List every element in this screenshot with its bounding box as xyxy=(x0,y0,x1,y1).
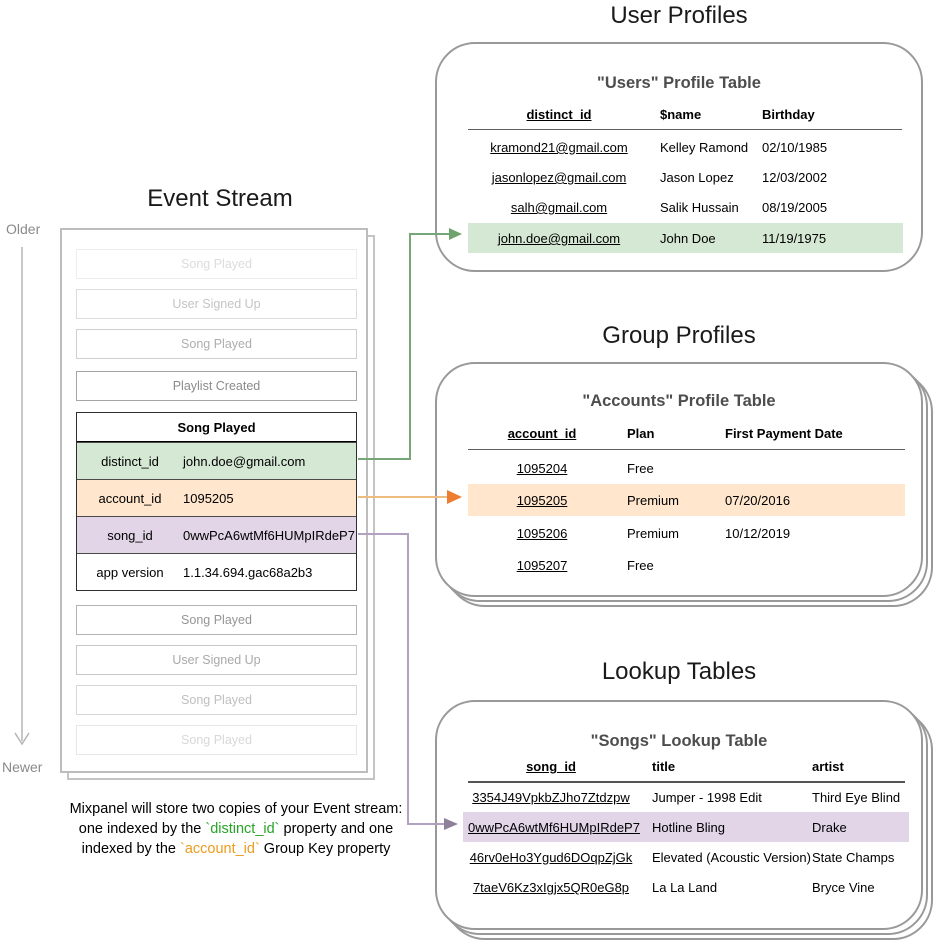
property-key: account_id xyxy=(98,490,162,506)
event-property-song-id: song_id 0wwPcA6wtMf6HUMpIRdeP7 xyxy=(77,516,356,553)
users-highlight-row xyxy=(468,223,903,253)
event-property-app-version: app version 1.1.34.694.gac68a2b3 xyxy=(77,553,356,590)
event-faded: Song Played xyxy=(76,725,357,755)
property-value: john.doe@gmail.com xyxy=(183,453,306,469)
accounts-cell-date: 07/20/2016 xyxy=(725,493,791,508)
property-value: 1095205 xyxy=(183,490,234,506)
songs-lookup-card: "Songs" Lookup Table song_id title artis… xyxy=(435,700,923,930)
accounts-cell-id: 1095207 xyxy=(516,558,568,573)
songs-cell-id: 3354J49VpkbZJho7Ztdzpw xyxy=(472,790,630,805)
property-value: 1.1.34.694.gac68a2b3 xyxy=(183,564,313,580)
users-cell-id: jasonlopez@gmail.com xyxy=(491,170,627,185)
songs-header-song-id: song_id xyxy=(526,759,576,774)
accounts-cell-id: 1095204 xyxy=(516,461,568,476)
songs-cell-id: 7taeV6Kz3xIgjx5QR0eG8p xyxy=(472,880,630,895)
event-faded: User Signed Up xyxy=(76,289,357,319)
event-property-distinct-id: distinct_id john.doe@gmail.com xyxy=(77,442,356,479)
accounts-cell-plan: Premium xyxy=(627,493,680,508)
lookup-tables-title: Lookup Tables xyxy=(601,658,757,685)
caption-text: property and one xyxy=(279,821,394,837)
user-profiles-title: User Profiles xyxy=(610,2,748,29)
caption-text: indexed by the xyxy=(81,841,180,857)
accounts-cell-plan: Premium xyxy=(627,526,680,541)
property-key: distinct_id xyxy=(101,453,159,469)
property-key: app version xyxy=(96,564,164,580)
event-faded: Song Played xyxy=(76,329,357,359)
users-header-distinct-id: distinct_id xyxy=(526,107,592,122)
accounts-header-divider xyxy=(468,449,905,450)
event-stream-title: Event Stream xyxy=(147,185,293,212)
songs-cell-title: Jumper - 1998 Edit xyxy=(652,790,762,805)
accounts-cell-date: 10/12/2019 xyxy=(725,526,791,541)
focal-event-card: Song Played distinct_id john.doe@gmail.c… xyxy=(76,412,357,591)
accounts-header-first-payment: First Payment Date xyxy=(725,426,843,441)
songs-cell-title: Hotline Bling xyxy=(652,820,725,835)
property-key: song_id xyxy=(107,527,153,543)
property-value: 0wwPcA6wtMf6HUMpIRdeP7 xyxy=(183,527,355,543)
timeline-older-label: Older xyxy=(6,221,41,237)
users-cell-id: kramond21@gmail.com xyxy=(490,140,628,155)
event-property-account-id: account_id 1095205 xyxy=(77,479,356,516)
users-cell-birthday: 08/19/2005 xyxy=(762,200,828,215)
users-cell-name: Jason Lopez xyxy=(660,170,734,185)
focal-event-name: Song Played xyxy=(77,413,356,442)
songs-cell-artist: Third Eye Blind xyxy=(812,790,901,805)
songs-highlight-row xyxy=(463,812,909,842)
group-profiles-title: Group Profiles xyxy=(602,322,756,349)
event-faded: Playlist Created xyxy=(76,371,357,401)
caption-line-1: Mixpanel will store two copies of your E… xyxy=(69,801,403,817)
event-faded: User Signed Up xyxy=(76,645,357,675)
event-faded: Song Played xyxy=(76,249,357,279)
users-cell-id: john.doe@gmail.com xyxy=(497,231,621,246)
songs-cell-id: 0wwPcA6wtMf6HUMpIRdeP7 xyxy=(468,820,640,835)
caption-line-2: one indexed by the `distinct_id` propert… xyxy=(22,819,450,839)
accounts-header-account-id: account_id xyxy=(507,426,577,441)
songs-header-artist: artist xyxy=(812,759,844,774)
accounts-cell-id: 1095205 xyxy=(516,493,568,508)
accounts-highlight-row xyxy=(468,484,905,516)
songs-cell-artist: Bryce Vine xyxy=(812,880,875,895)
users-header-divider xyxy=(468,129,902,130)
users-cell-name: Salik Hussain xyxy=(660,200,739,215)
users-cell-birthday: 11/19/1975 xyxy=(762,231,827,246)
accounts-table-title: "Accounts" Profile Table xyxy=(582,392,776,410)
users-cell-id: salh@gmail.com xyxy=(510,200,608,215)
users-profile-card: "Users" Profile Table distinct_id $name … xyxy=(435,42,923,272)
accounts-header-plan: Plan xyxy=(627,426,655,441)
users-header-name: $name xyxy=(660,107,702,122)
songs-cell-id: 46rv0eHo3Ygud6DOqpZjGk xyxy=(469,850,633,865)
users-cell-name: John Doe xyxy=(660,231,716,246)
users-header-birthday: Birthday xyxy=(762,107,815,122)
caption-text: Group Key property xyxy=(259,841,391,857)
songs-table-title: "Songs" Lookup Table xyxy=(590,732,768,750)
users-cell-name: Kelley Ramond xyxy=(660,140,749,155)
caption: Mixpanel will store two copies of your E… xyxy=(22,799,450,859)
users-cell-birthday: 02/10/1985 xyxy=(762,140,828,155)
account-id-code: `account_id` xyxy=(179,841,260,857)
event-faded: Song Played xyxy=(76,685,357,715)
caption-line-3: indexed by the `account_id` Group Key pr… xyxy=(22,839,450,859)
distinct-id-code: `distinct_id` xyxy=(205,821,280,837)
event-stream-container: Song Played User Signed Up Song Played P… xyxy=(60,228,368,773)
songs-cell-artist: Drake xyxy=(812,820,847,835)
event-faded: Song Played xyxy=(76,605,357,635)
users-table-title: "Users" Profile Table xyxy=(597,74,761,92)
accounts-cell-plan: Free xyxy=(627,461,654,476)
songs-header-title: title xyxy=(652,759,676,774)
accounts-cell-id: 1095206 xyxy=(516,526,568,541)
caption-text: one indexed by the xyxy=(78,821,206,837)
songs-cell-title: Elevated (Acoustic Version) xyxy=(652,850,811,865)
songs-cell-title: La La Land xyxy=(652,880,718,895)
accounts-cell-plan: Free xyxy=(627,558,654,573)
songs-cell-artist: State Champs xyxy=(812,850,895,865)
accounts-profile-card: "Accounts" Profile Table account_id Plan… xyxy=(435,362,923,597)
timeline-newer-label: Newer xyxy=(2,759,43,775)
songs-header-divider xyxy=(468,781,905,783)
users-cell-birthday: 12/03/2002 xyxy=(762,170,828,185)
